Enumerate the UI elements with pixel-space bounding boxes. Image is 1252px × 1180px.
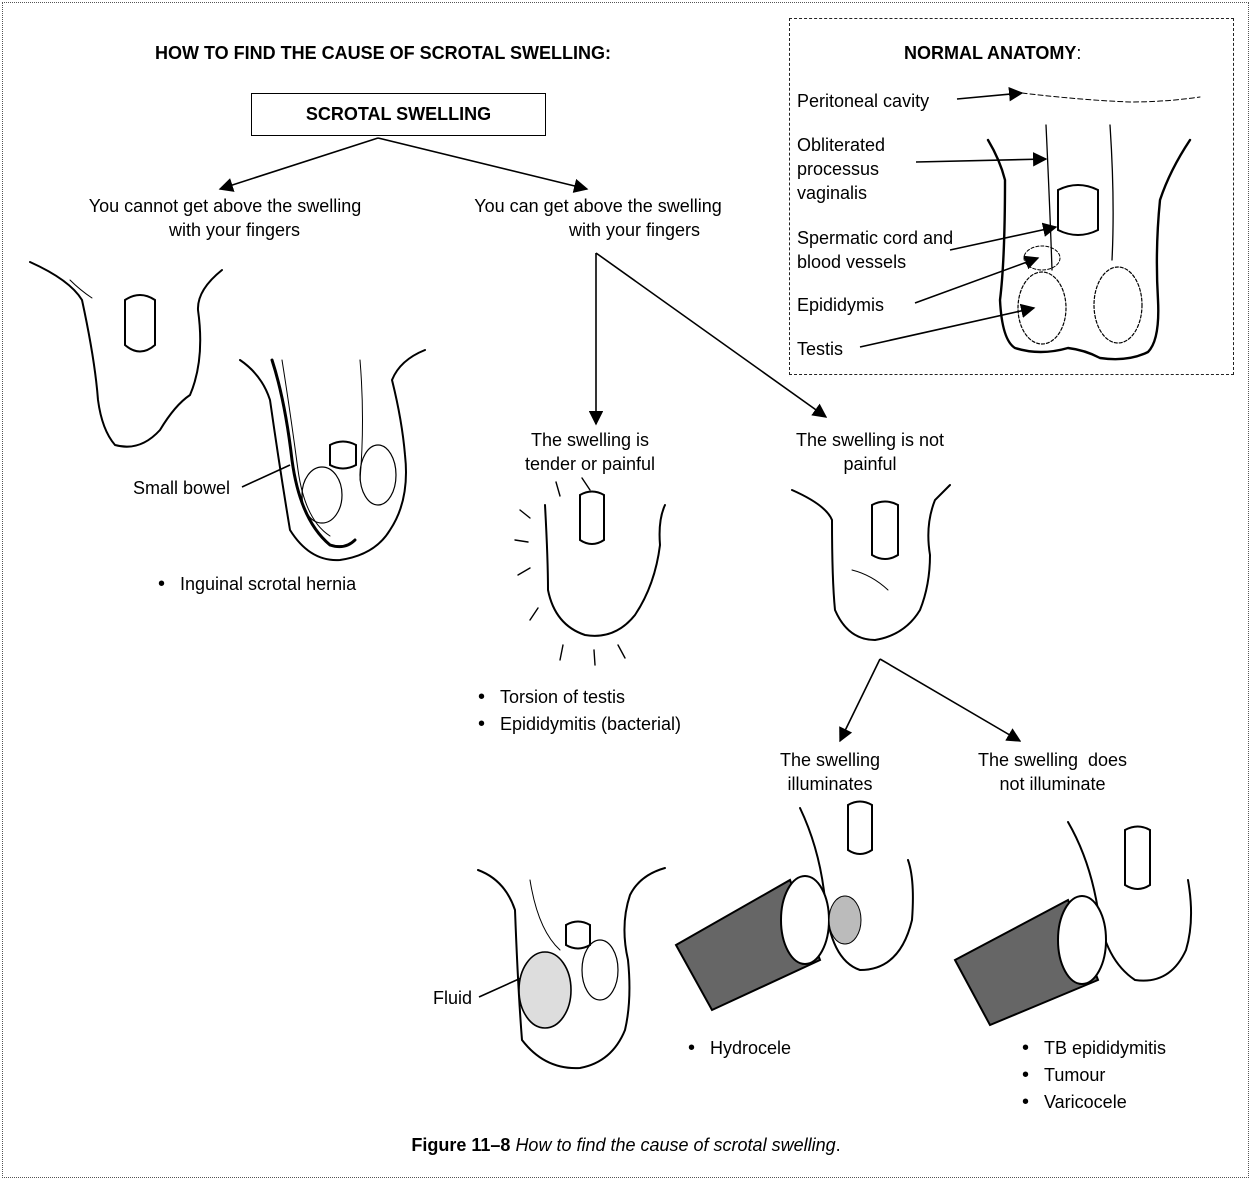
drawing-left-external [30, 262, 222, 447]
arrow-to-illuminates [840, 659, 880, 741]
arrow-to-not-illuminate [880, 659, 1020, 741]
drawing-fluid [478, 868, 665, 1068]
pointer-peritoneal [957, 93, 1022, 99]
pointer-obliterated [916, 159, 1046, 162]
arrow-to-not-painful [596, 253, 826, 417]
drawing-torch-hydrocele [676, 802, 913, 1011]
arrow-to-cannot [220, 138, 378, 189]
drawing-torch-tumour [955, 822, 1191, 1025]
drawing-not-painful [792, 485, 950, 640]
drawing-normal-anatomy [988, 93, 1200, 359]
drawing-hernia [240, 350, 425, 560]
drawing-painful [515, 478, 665, 665]
arrow-to-can [378, 138, 587, 189]
